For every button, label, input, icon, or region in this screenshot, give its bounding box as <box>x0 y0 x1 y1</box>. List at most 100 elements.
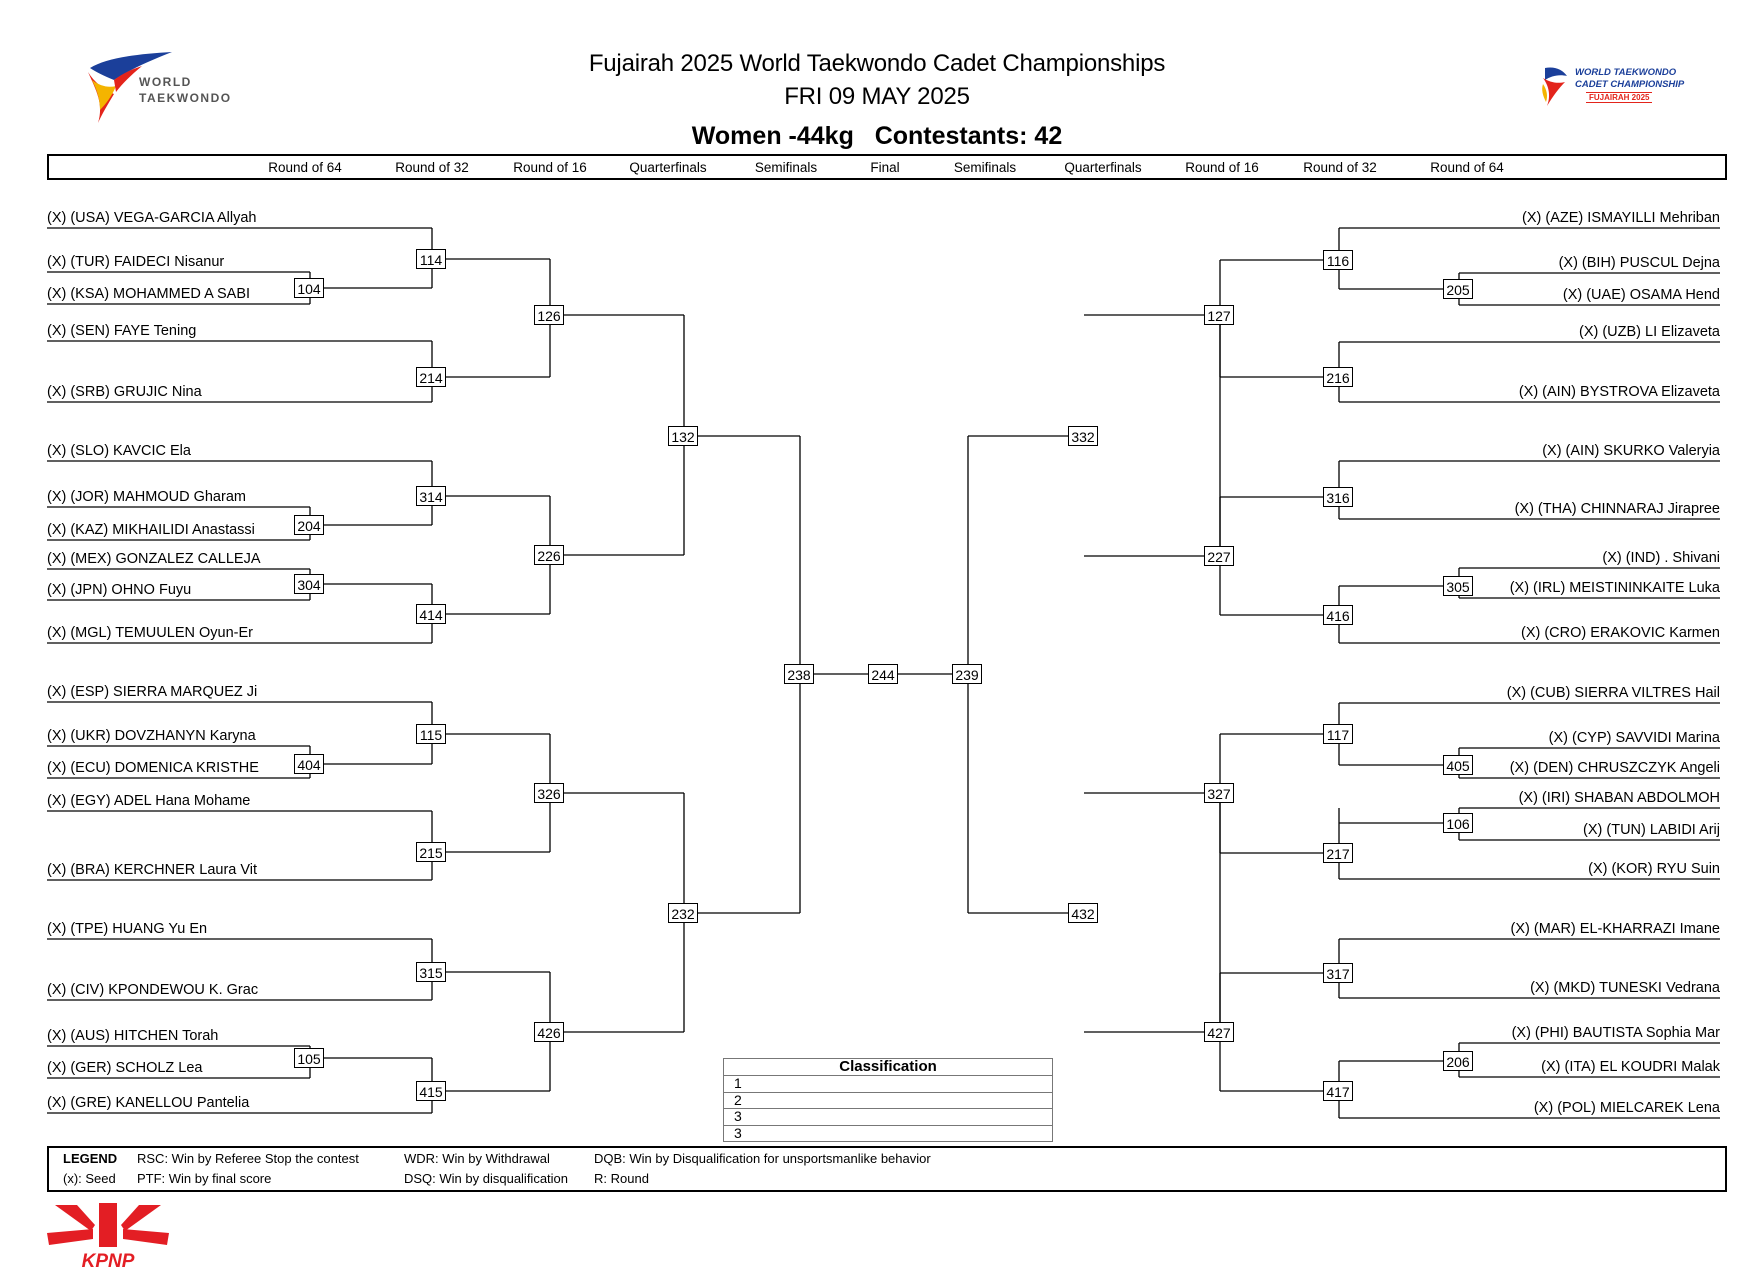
world-taekwondo-logo <box>88 52 172 123</box>
cadet-logo-text-1: WORLD TAEKWONDO <box>1575 67 1677 78</box>
competitor-name: (X) (IRL) MEISTININKAITE Luka <box>1509 580 1720 596</box>
legend-wdr: WDR: Win by Withdrawal <box>404 1151 550 1166</box>
round-label: Semifinals <box>754 160 818 175</box>
match-number-box: 116 <box>1323 250 1353 270</box>
match-number-box: 305 <box>1443 576 1473 596</box>
match-number-box: 415 <box>416 1081 446 1101</box>
competitor-name: (X) (UZB) LI Elizaveta <box>1579 324 1720 340</box>
match-number-box: 227 <box>1204 546 1234 566</box>
competitor-name: (X) (IND) . Shivani <box>1602 550 1720 566</box>
match-number-box: 327 <box>1204 783 1234 803</box>
match-number-box: 206 <box>1443 1051 1473 1071</box>
wt-logo-text-1: WORLD <box>139 75 192 89</box>
competitor-name: (X) (BRA) KERCHNER Laura Vit <box>47 862 258 878</box>
classification-row: 2 <box>724 1092 1052 1109</box>
event-title: Fujairah 2025 World Taekwondo Cadet Cham… <box>588 50 1166 77</box>
match-number-box: 405 <box>1443 755 1473 775</box>
competitor-name: (X) (IRI) SHABAN ABDOLMOH <box>1518 790 1720 806</box>
round-label: Final <box>870 160 900 175</box>
rounds-header-bar <box>47 154 1727 180</box>
competitor-name: (X) (UKR) DOVZHANYN Karyna <box>47 728 256 744</box>
match-number-box: 404 <box>294 754 324 774</box>
competitor-name: (X) (MKD) TUNESKI Vedrana <box>1530 980 1720 996</box>
competitor-name: (X) (ECU) DOMENICA KRISTHE <box>47 760 259 776</box>
competitor-name: (X) (TUR) FAIDECI Nisanur <box>47 254 225 270</box>
match-number-box: 126 <box>534 305 564 325</box>
match-number-box: 132 <box>668 426 698 446</box>
kpnp-logo-text: KPNP <box>82 1251 135 1269</box>
kpnp-logo: KPNP <box>47 1203 169 1269</box>
match-number-box: 416 <box>1323 605 1353 625</box>
match-number-box: 244 <box>868 664 898 684</box>
match-number-box: 314 <box>416 486 446 506</box>
match-number-box: 316 <box>1323 487 1353 507</box>
legend-title: LEGEND <box>63 1151 118 1166</box>
round-label: Round of 64 <box>268 160 342 175</box>
cadet-logo-text-3: FUJAIRAH 2025 <box>1586 92 1653 103</box>
match-number-box: 214 <box>416 367 446 387</box>
competitor-name: (X) (ITA) EL KOUDRI Malak <box>1541 1059 1720 1075</box>
contestants-count: Contestants: 42 <box>874 122 1063 150</box>
classification-row: 1 <box>724 1076 1052 1093</box>
competitor-name: (X) (BIH) PUSCUL Dejna <box>1558 255 1720 271</box>
match-number-box: 104 <box>294 278 324 298</box>
competitor-name: (X) (CYP) SAVVIDI Marina <box>1548 730 1720 746</box>
match-number-box: 216 <box>1323 367 1353 387</box>
competitor-name: (X) (SEN) FAYE Tening <box>47 323 197 339</box>
competitor-name: (X) (KOR) RYU Suin <box>1588 861 1720 877</box>
competitor-name: (X) (PHI) BAUTISTA Sophia Mar <box>1511 1025 1720 1041</box>
match-number-box: 117 <box>1323 724 1353 744</box>
round-label: Semifinals <box>953 160 1017 175</box>
match-number-box: 127 <box>1204 305 1234 325</box>
classification-table: Classification 1 2 3 3 <box>723 1058 1053 1142</box>
competitor-name: (X) (GER) SCHOLZ Lea <box>47 1060 203 1076</box>
competitor-name: (X) (ESP) SIERRA MARQUEZ Ji <box>47 684 258 700</box>
match-number-box: 304 <box>294 574 324 594</box>
match-number-box: 315 <box>416 962 446 982</box>
legend-dqb: DQB: Win by Disqualification for unsport… <box>594 1151 931 1166</box>
classification-title: Classification <box>724 1059 1052 1076</box>
competitor-name: (X) (TUN) LABIDI Arij <box>1583 822 1720 838</box>
competitor-name: (X) (CIV) KPONDEWOU K. Grac <box>47 982 259 998</box>
round-label: Round of 64 <box>1430 160 1504 175</box>
competitor-name: (X) (MEX) GONZALEZ CALLEJA <box>47 551 261 567</box>
cadet-logo-text-2: CADET CHAMPIONSHIP <box>1575 79 1685 90</box>
round-label: Round of 16 <box>513 160 587 175</box>
competitor-name: (X) (AUS) HITCHEN Torah <box>47 1028 219 1044</box>
match-number-box: 427 <box>1204 1022 1234 1042</box>
competitor-name: (X) (CUB) SIERRA VILTRES Hail <box>1506 685 1720 701</box>
match-number-box: 217 <box>1323 843 1353 863</box>
competitor-name: (X) (CRO) ERAKOVIC Karmen <box>1521 625 1720 641</box>
match-number-box: 215 <box>416 842 446 862</box>
match-number-box: 114 <box>416 249 446 269</box>
match-number-box: 106 <box>1443 813 1473 833</box>
match-number-box: 417 <box>1323 1081 1353 1101</box>
match-number-box: 317 <box>1323 963 1353 983</box>
legend-ptf: PTF: Win by final score <box>137 1171 272 1186</box>
round-label: Round of 16 <box>1185 160 1259 175</box>
match-number-box: 238 <box>784 664 814 684</box>
match-number-box: 204 <box>294 515 324 535</box>
competitor-name: (X) (SRB) GRUJIC Nina <box>47 384 202 400</box>
competitor-name: (X) (MAR) EL-KHARRAZI Imane <box>1510 921 1720 937</box>
legend-r: R: Round <box>594 1171 649 1186</box>
competitor-name: (X) (JPN) OHNO Fuyu <box>47 582 192 598</box>
legend-box: LEGEND (x): Seed RSC: Win by Referee Sto… <box>47 1146 1727 1192</box>
match-number-box: 432 <box>1068 903 1098 923</box>
match-number-box: 105 <box>294 1048 324 1068</box>
classification-row: 3 <box>734 1124 742 1141</box>
match-number-box: 239 <box>952 664 982 684</box>
competitor-name: (X) (UAE) OSAMA Hend <box>1562 287 1720 303</box>
round-label: Round of 32 <box>1303 160 1377 175</box>
match-number-box: 226 <box>534 545 564 565</box>
legend-dsq: DSQ: Win by disqualification <box>404 1171 569 1186</box>
competitor-name: (X) (POL) MIELCAREK Lena <box>1533 1100 1720 1116</box>
match-number-box: 326 <box>534 783 564 803</box>
competitor-name: (X) (TPE) HUANG Yu En <box>47 921 208 937</box>
competitor-name: (X) (DEN) CHRUSZCZYK Angeli <box>1509 760 1720 776</box>
competitor-name: (X) (THA) CHINNARAJ Jirapree <box>1514 501 1720 517</box>
weight-category: Women -44kg <box>691 122 854 150</box>
match-number-box: 332 <box>1068 426 1098 446</box>
cadet-championship-logo <box>1542 67 1567 106</box>
match-number-box: 414 <box>416 604 446 624</box>
